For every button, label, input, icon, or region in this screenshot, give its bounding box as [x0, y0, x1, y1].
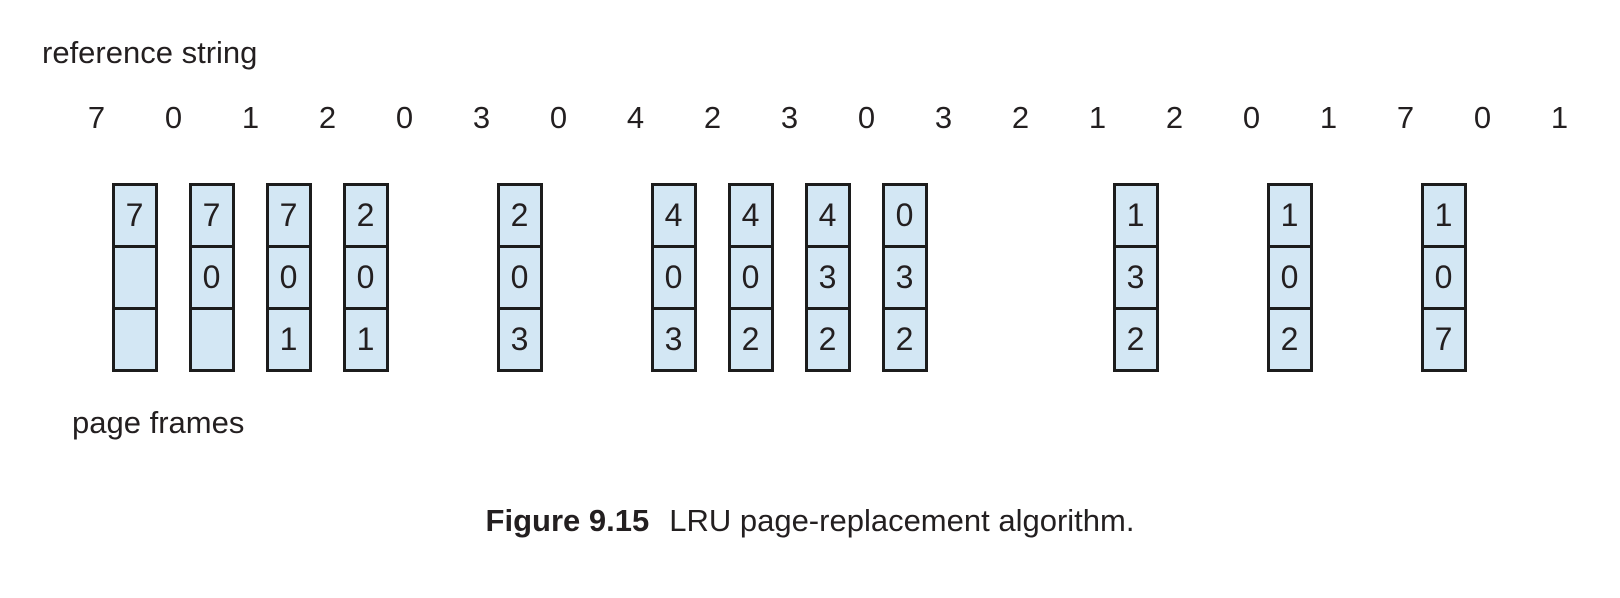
frame-cell: 2 [342, 183, 389, 248]
frame-cell: 4 [804, 183, 851, 248]
frame-cell: 2 [496, 183, 543, 248]
reference-digit-16: 1 [1319, 100, 1338, 135]
frame-cell: 1 [1112, 183, 1159, 248]
frame-cell: 2 [881, 307, 928, 372]
reference-digit-13: 1 [1088, 100, 1107, 135]
frame-cell: 3 [1112, 245, 1159, 310]
frame-cell: 4 [650, 183, 697, 248]
reference-digit-9: 3 [780, 100, 799, 135]
reference-digit-2: 1 [241, 100, 260, 135]
frame-cell: 1 [1420, 183, 1467, 248]
frame-cell: 7 [265, 183, 312, 248]
figure-caption: Figure 9.15 LRU page-replacement algorith… [0, 503, 1620, 539]
frame-cell: 7 [111, 183, 158, 248]
figure-number: Figure 9.15 [485, 503, 650, 538]
frame-cell: 2 [1112, 307, 1159, 372]
frame-cell-empty [111, 307, 158, 372]
reference-digit-0: 7 [87, 100, 106, 135]
frame-cell: 0 [188, 245, 235, 310]
frame-cell: 0 [1420, 245, 1467, 310]
frame-slot-19 [1521, 183, 1598, 372]
frame-cell-empty [111, 245, 158, 310]
reference-digit-8: 2 [703, 100, 722, 135]
reference-digit-14: 2 [1165, 100, 1184, 135]
reference-digit-17: 7 [1396, 100, 1415, 135]
frame-cell: 1 [1266, 183, 1313, 248]
frame-cell-empty [188, 307, 235, 372]
reference-digit-6: 0 [549, 100, 568, 135]
frame-column-pos-0: 7 [111, 183, 158, 372]
reference-digit-18: 0 [1473, 100, 1492, 135]
frame-cell: 2 [1266, 307, 1313, 372]
frame-cell: 3 [496, 307, 543, 372]
reference-digit-10: 0 [857, 100, 876, 135]
reference-string-label: reference string [42, 35, 258, 70]
frame-cell: 0 [650, 245, 697, 310]
reference-digit-7: 4 [626, 100, 645, 135]
frame-cell: 3 [804, 245, 851, 310]
frame-cell: 0 [881, 183, 928, 248]
reference-digit-1: 0 [164, 100, 183, 135]
page-frames-label: page frames [72, 405, 245, 440]
frame-cell: 3 [650, 307, 697, 372]
frame-slot-12 [982, 183, 1059, 372]
frame-cell: 0 [1266, 245, 1313, 310]
reference-digit-5: 3 [472, 100, 491, 135]
frame-cell: 3 [881, 245, 928, 310]
reference-digit-11: 3 [934, 100, 953, 135]
reference-string-row: 7 0 1 2 0 3 0 4 2 3 0 3 2 1 2 0 1 7 0 1 [58, 100, 1598, 136]
caption-text: LRU page-replacement algorithm. [669, 503, 1135, 538]
frame-cell: 0 [727, 245, 774, 310]
reference-digit-4: 0 [395, 100, 414, 135]
frame-cell: 1 [342, 307, 389, 372]
reference-digit-3: 2 [318, 100, 337, 135]
frame-slot-0: 7 [58, 183, 158, 372]
frame-cell: 7 [188, 183, 235, 248]
frame-cell: 2 [804, 307, 851, 372]
reference-digit-15: 0 [1242, 100, 1261, 135]
reference-digit-12: 2 [1011, 100, 1030, 135]
frame-cell: 7 [1420, 307, 1467, 372]
reference-digit-19: 1 [1550, 100, 1569, 135]
frame-cell: 2 [727, 307, 774, 372]
frame-cell: 0 [342, 245, 389, 310]
frame-cell: 0 [265, 245, 312, 310]
frame-cell: 4 [727, 183, 774, 248]
frame-cell: 1 [265, 307, 312, 372]
frame-cell: 0 [496, 245, 543, 310]
